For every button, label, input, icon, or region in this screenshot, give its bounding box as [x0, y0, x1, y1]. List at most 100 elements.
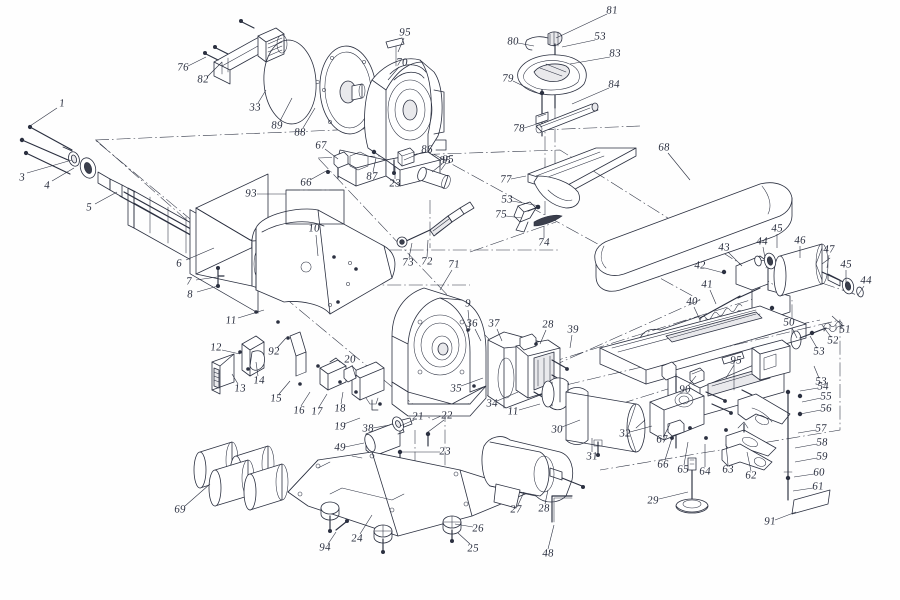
leader-line [359, 514, 373, 535]
callout-number-59: 59 [815, 450, 829, 463]
callout-number-53: 53 [500, 193, 514, 206]
leader-line [372, 157, 377, 173]
callout-number-57: 57 [814, 422, 828, 435]
leader-line [510, 175, 527, 180]
callout-number-71: 71 [447, 258, 461, 271]
callout-number-7: 7 [185, 275, 193, 288]
callout-number-90: 90 [678, 383, 692, 396]
leader-line [231, 373, 239, 385]
callout-number-29: 29 [646, 494, 660, 507]
callout-number-45: 45 [839, 258, 853, 271]
callout-number-21: 21 [411, 410, 425, 423]
leader-line [439, 269, 453, 291]
callout-number-94: 94 [318, 541, 332, 554]
callout-number-35: 35 [449, 382, 463, 395]
leader-line [206, 61, 223, 78]
leader-line [561, 419, 581, 428]
leader-line [658, 491, 689, 500]
leader-line [517, 42, 535, 47]
callout-number-15: 15 [269, 392, 283, 405]
leader-line [727, 251, 743, 267]
callout-number-46: 46 [793, 234, 807, 247]
leader-line [184, 483, 211, 507]
leader-line [725, 364, 735, 379]
callout-number-19: 19 [333, 420, 347, 433]
callout-number-18: 18 [333, 402, 347, 415]
callout-number-73: 73 [401, 256, 415, 269]
leader-line [813, 365, 820, 379]
callout-number-62: 62 [744, 469, 758, 482]
callout-number-33: 33 [248, 101, 262, 114]
callout-number-66: 66 [656, 458, 670, 471]
leader-line [343, 417, 361, 425]
leader-line [793, 473, 815, 478]
leader-line [279, 97, 293, 122]
part-fasteners-66-67-85-86-87 [326, 147, 451, 190]
part-motor-cover-10 [254, 189, 396, 386]
leader-line [797, 429, 817, 434]
callout-number-52: 52 [826, 334, 840, 347]
callout-number-17: 17 [310, 405, 324, 418]
callout-number-44: 44 [859, 274, 873, 287]
callout-number-86: 86 [420, 143, 434, 156]
callout-number-84: 84 [607, 78, 621, 91]
leader-line [324, 148, 339, 160]
part-gearbox-housing-71 [391, 287, 487, 417]
callout-number-43: 43 [717, 241, 731, 254]
leader-line [544, 489, 549, 505]
callout-number-61: 61 [811, 480, 825, 493]
callout-number-10: 10 [307, 222, 321, 235]
callout-number-24: 24 [350, 532, 364, 545]
callout-number-81: 81 [605, 4, 619, 17]
callout-number-70: 70 [395, 56, 409, 69]
leader-line [826, 254, 830, 269]
leader-line [185, 247, 215, 261]
leader-line [663, 423, 671, 437]
leader-line [278, 380, 291, 395]
leader-line [315, 234, 319, 257]
callout-number-37: 37 [487, 317, 501, 330]
callout-number-9: 9 [464, 297, 472, 310]
leader-line [474, 328, 482, 342]
callout-number-4: 4 [43, 179, 51, 192]
leader-line [547, 524, 555, 550]
leader-line [397, 37, 405, 53]
part-capacitor-49 [364, 416, 431, 463]
leader-line [257, 89, 267, 104]
callout-number-25: 25 [466, 542, 480, 555]
callout-number-82: 82 [196, 73, 210, 86]
leader-line [344, 442, 365, 448]
part-switch-12-13-14 [211, 335, 265, 395]
callout-number-95: 95 [729, 354, 743, 367]
leader-line [569, 56, 611, 65]
leader-line [327, 531, 337, 545]
part-top-plate-76-82 [203, 19, 288, 85]
leader-line [857, 285, 865, 296]
leader-line [427, 419, 445, 433]
leader-line [457, 532, 471, 545]
callout-number-40: 40 [685, 295, 699, 308]
leader-line [667, 152, 691, 181]
leader-lines [26, 13, 865, 550]
leader-line [237, 309, 265, 319]
callout-number-32: 32 [618, 427, 632, 440]
callout-number-39: 39 [566, 323, 580, 336]
part-roller-46 [754, 243, 864, 298]
leader-line [693, 306, 701, 321]
leader-line [431, 163, 443, 173]
callout-number-20: 20 [343, 353, 357, 366]
leader-line [809, 335, 818, 349]
leader-line [664, 437, 673, 461]
part-table-77 [513, 147, 637, 233]
callout-number-93: 93 [244, 187, 258, 200]
callout-number-13: 13 [233, 382, 247, 395]
part-sleeves-69 [193, 441, 289, 511]
part-fan-drum-30-34 [541, 377, 646, 457]
part-side-block-32 [649, 387, 728, 514]
part-cover-68 [594, 182, 793, 292]
leader-line [569, 334, 573, 349]
callout-number-79: 79 [501, 72, 515, 85]
callout-number-8: 8 [186, 288, 194, 301]
